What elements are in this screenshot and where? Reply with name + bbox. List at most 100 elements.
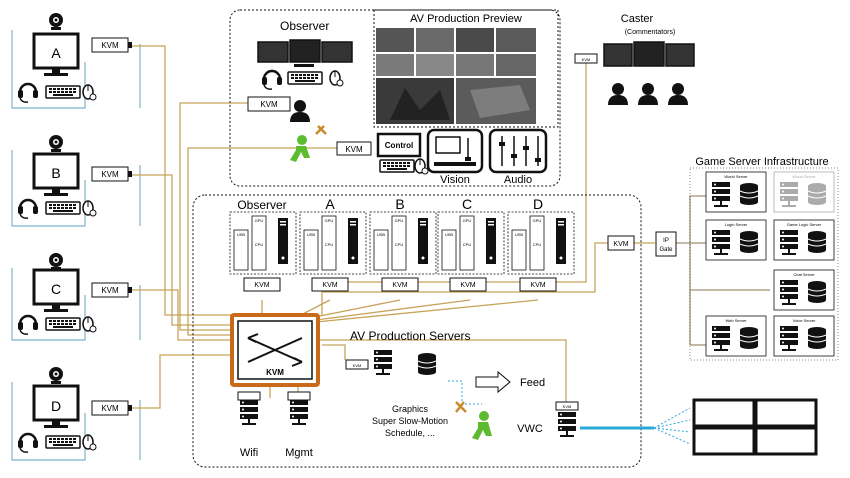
server-column-a: A GPU USB CPU KVM <box>299 196 367 292</box>
usb-label: USB <box>515 232 524 237</box>
station-letter: C <box>51 281 61 297</box>
preview-video-wall <box>376 28 536 124</box>
control-console: Control <box>376 132 429 175</box>
gate-kvm-label: KVM <box>613 241 628 248</box>
mgmt-server-icon <box>290 400 308 425</box>
preview-frame <box>373 9 559 128</box>
observer-kvm-box <box>247 96 291 112</box>
usb-label: USB <box>445 232 454 237</box>
kvm-switch: KVM <box>230 313 320 387</box>
cpu-label: CPU <box>395 242 404 247</box>
station-letter: D <box>51 398 61 414</box>
server-column-c: C GPU USB CPU KVM <box>437 196 505 292</box>
switch-label: KVM <box>266 368 284 377</box>
login-server: Login Server <box>705 219 767 261</box>
cpu-label: CPU <box>255 242 264 247</box>
audio-label: Audio <box>504 174 532 186</box>
station-b: B KVM <box>16 135 132 220</box>
headset-icon <box>260 69 284 91</box>
feed-label: Feed <box>520 377 545 389</box>
caster-area: Caster (Commentators) KVM <box>574 13 695 105</box>
kvm-label: KVM <box>101 286 119 295</box>
ip-gate-line-2: Gate <box>659 247 673 253</box>
gpu-label: GPU <box>533 218 542 223</box>
audio-mixer: Audio <box>488 128 548 186</box>
server-column-title: Observer <box>237 198 286 212</box>
vwc-label: VWC <box>517 423 543 435</box>
database-icon <box>417 352 437 376</box>
producer-person-icon <box>290 125 327 162</box>
station-d: D KVM <box>16 367 132 454</box>
gpu-label: GPU <box>395 218 404 223</box>
web-server: Web Server <box>705 315 767 357</box>
graphics-line-2: Super Slow-Motion <box>372 416 448 426</box>
servers-frame <box>192 194 642 468</box>
server-label: World Server <box>724 174 748 179</box>
kvm-label: KVM <box>101 404 119 413</box>
station-cables <box>11 30 141 461</box>
control-room-frame <box>229 9 561 187</box>
gpu-label: GPU <box>325 218 334 223</box>
server-column-title: A <box>325 196 335 212</box>
graphics-line-1: Graphics <box>392 404 429 414</box>
kvm-label: KVM <box>530 282 545 289</box>
server-column-observer: Observer GPU USB CPU KVM <box>229 198 297 292</box>
infra-title: Game Server Infrastructure <box>695 156 828 168</box>
producer-kvm-box <box>336 141 372 156</box>
cpu-label: CPU <box>325 242 334 247</box>
ip-gate-line-1: IP <box>663 238 669 244</box>
caster-kvm-box <box>574 53 598 64</box>
producer-kvm-label: KVM <box>345 145 363 154</box>
av-kvm-label: KVM <box>353 363 362 368</box>
control-room: Observer KVM KVM Control AV Prod <box>229 9 561 187</box>
ip-gate: IP Gate <box>655 231 677 257</box>
server-column-title: B <box>395 196 404 212</box>
server-column-d: D GPU USB CPU KVM <box>507 196 575 292</box>
observer-monitors <box>257 39 353 67</box>
server-label: Voice Server <box>793 318 816 323</box>
av-server-icon <box>374 350 392 375</box>
wifi-label: Wifi <box>240 447 258 459</box>
graphics-line-3: Schedule, ... <box>385 428 435 438</box>
av-title: AV Production Servers <box>350 329 471 343</box>
kvm-label: KVM <box>460 282 475 289</box>
vwc-kvm-label: KVM <box>563 404 572 409</box>
kvm-label: KVM <box>101 170 119 179</box>
server-label: Game Logic Server <box>787 222 822 227</box>
vwc-server-icon <box>558 412 576 437</box>
operator-icon <box>455 401 492 440</box>
control-label: Control <box>385 141 413 150</box>
world-server-2: World Server <box>773 171 835 213</box>
servers-area: Observer GPU USB CPU KVM A GPU USB CPU K… <box>192 194 642 468</box>
vision-mixer: Vision <box>426 128 484 186</box>
game-server-infrastructure: Game Server Infrastructure World Server … <box>689 156 839 361</box>
observer-kvm-label: KVM <box>260 100 278 109</box>
station-letter: B <box>51 165 60 181</box>
server-column-title: D <box>533 196 543 212</box>
server-column-title: C <box>462 196 472 212</box>
kvm-label: KVM <box>254 282 269 289</box>
caster-kvm-label: KVM <box>582 57 591 62</box>
usb-label: USB <box>377 232 386 237</box>
game-logic-server: Game Logic Server <box>773 219 835 261</box>
caster-title: Caster <box>621 13 654 25</box>
kvm-label: KVM <box>101 41 119 50</box>
observer-title: Observer <box>280 19 329 33</box>
world-server-1: World Server <box>705 171 767 213</box>
vision-label: Vision <box>440 174 470 186</box>
usb-label: USB <box>307 232 316 237</box>
usb-label: USB <box>237 232 246 237</box>
server-label: Chat Server <box>793 272 815 277</box>
mgmt-label: Mgmt <box>285 447 313 459</box>
server-column-b: B GPU USB CPU KVM <box>369 196 437 292</box>
caster-subtitle: (Commentators) <box>625 29 676 36</box>
feed-arrow-icon <box>475 370 511 394</box>
video-wall <box>580 398 818 456</box>
kvm-label: KVM <box>392 282 407 289</box>
cpu-label: CPU <box>533 242 542 247</box>
station-c: C KVM <box>16 253 132 336</box>
preview-title: AV Production Preview <box>410 13 522 25</box>
voice-server: Voice Server <box>773 315 835 357</box>
